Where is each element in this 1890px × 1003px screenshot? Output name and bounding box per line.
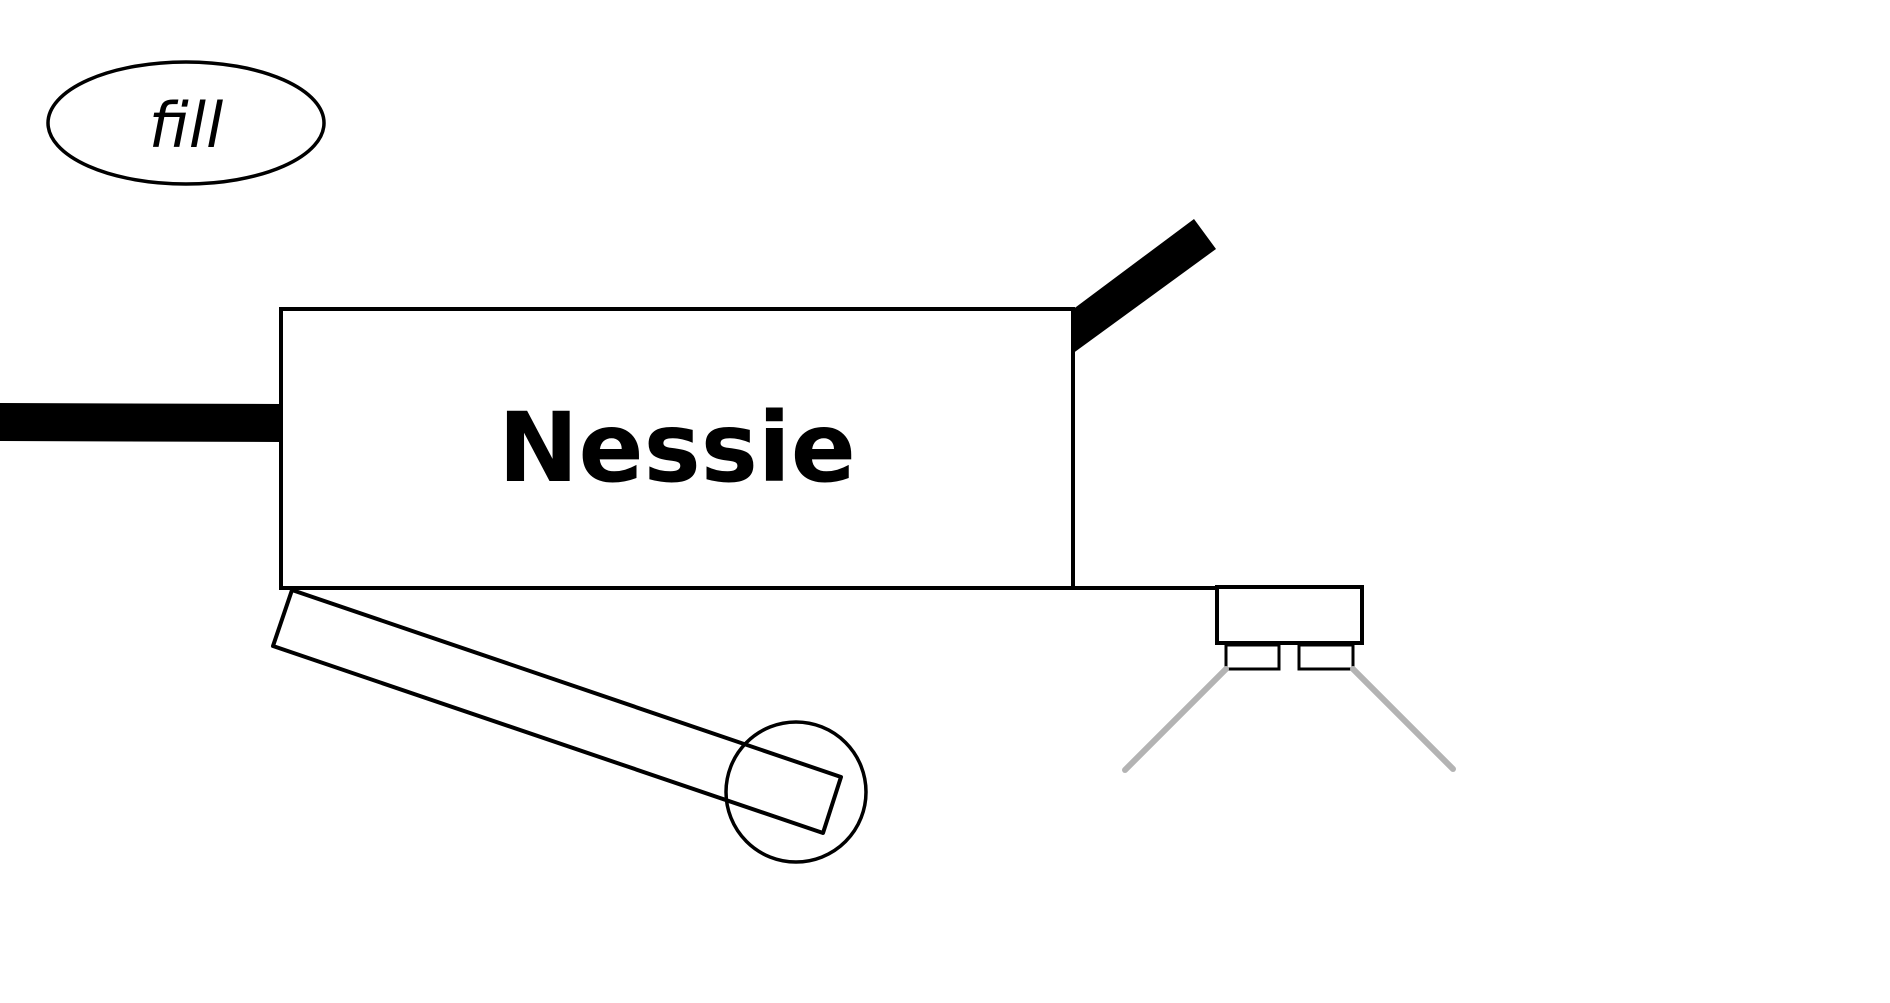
foot-circle bbox=[724, 720, 868, 864]
flipper-box bbox=[1215, 585, 1364, 645]
flipper bbox=[1122, 585, 1456, 773]
fill-tag-label: fill bbox=[149, 89, 224, 162]
flipper-tab-left bbox=[1224, 643, 1281, 671]
body-box bbox=[279, 307, 1075, 590]
body-label: Nessie bbox=[498, 392, 856, 504]
flipper-leg-left bbox=[1122, 666, 1229, 773]
flipper-tab-right bbox=[1297, 643, 1355, 671]
tail-bar bbox=[0, 403, 282, 442]
neck-bar bbox=[1072, 219, 1216, 354]
fill-tag: fill bbox=[46, 60, 326, 186]
fill-tag-ellipse bbox=[46, 60, 326, 186]
leg-bar bbox=[271, 588, 843, 835]
flipper-leg-right bbox=[1350, 666, 1456, 772]
